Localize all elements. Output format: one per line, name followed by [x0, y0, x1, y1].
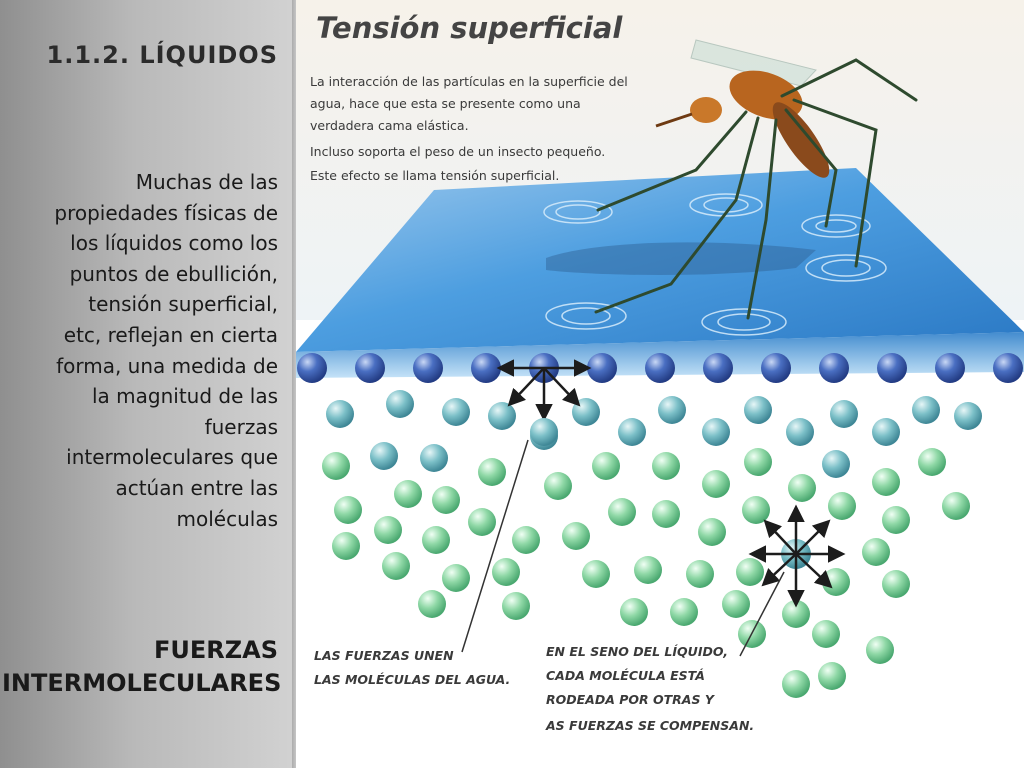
label-right-line: RODEADA POR OTRAS Y [546, 692, 716, 707]
leader-line-right [739, 571, 785, 657]
mosquito-shadow [546, 242, 816, 275]
section-heading: 1.1.2. LÍQUIDOS [46, 41, 278, 69]
surface-molecules [297, 353, 1023, 383]
surface-tension-illustration: Tensión superficial La interacción de la… [296, 0, 1024, 768]
sidebar-shadow [292, 0, 298, 768]
surface-force-arrows [496, 359, 592, 422]
illustration-title: Tensión superficial [316, 11, 623, 45]
label-right-line: CADA MOLÉCULA ESTÁ [546, 668, 705, 683]
interior-force-arrows [748, 504, 846, 608]
mosquito-illustration [594, 39, 918, 320]
caption-line: agua, hace que esta se presente como una [310, 96, 581, 111]
label-left-line: LAS MOLÉCULAS DEL AGUA. [314, 672, 510, 687]
caption-line: La interacción de las partículas en la s… [310, 74, 628, 89]
leader-line-left [461, 439, 529, 653]
caption-line: verdadera cama elástica. [310, 118, 469, 133]
ripples [543, 193, 887, 336]
footer-title: FUERZAS INTERMOLECULARES [2, 636, 282, 697]
inner-molecules [322, 390, 982, 698]
illustration-svg: Tensión superficial La interacción de la… [296, 0, 1024, 768]
water-surface [296, 168, 1024, 352]
label-left-line: LAS FUERZAS UNEN [314, 648, 454, 663]
surface-neighbor-molecule [530, 418, 558, 446]
label-right-line: AS FUERZAS SE COMPENSAN. [545, 718, 754, 733]
sidebar-panel: 1.1.2. LÍQUIDOS Muchas de las propiedade… [0, 0, 296, 768]
label-right-line: EN EL SENO DEL LÍQUIDO, [546, 644, 728, 659]
caption-line: Este efecto se llama tensión superficial… [310, 168, 559, 183]
body-paragraph: Muchas de las propiedades físicas de los… [54, 170, 278, 531]
caption-line: Incluso soporta el peso de un insecto pe… [310, 144, 605, 159]
